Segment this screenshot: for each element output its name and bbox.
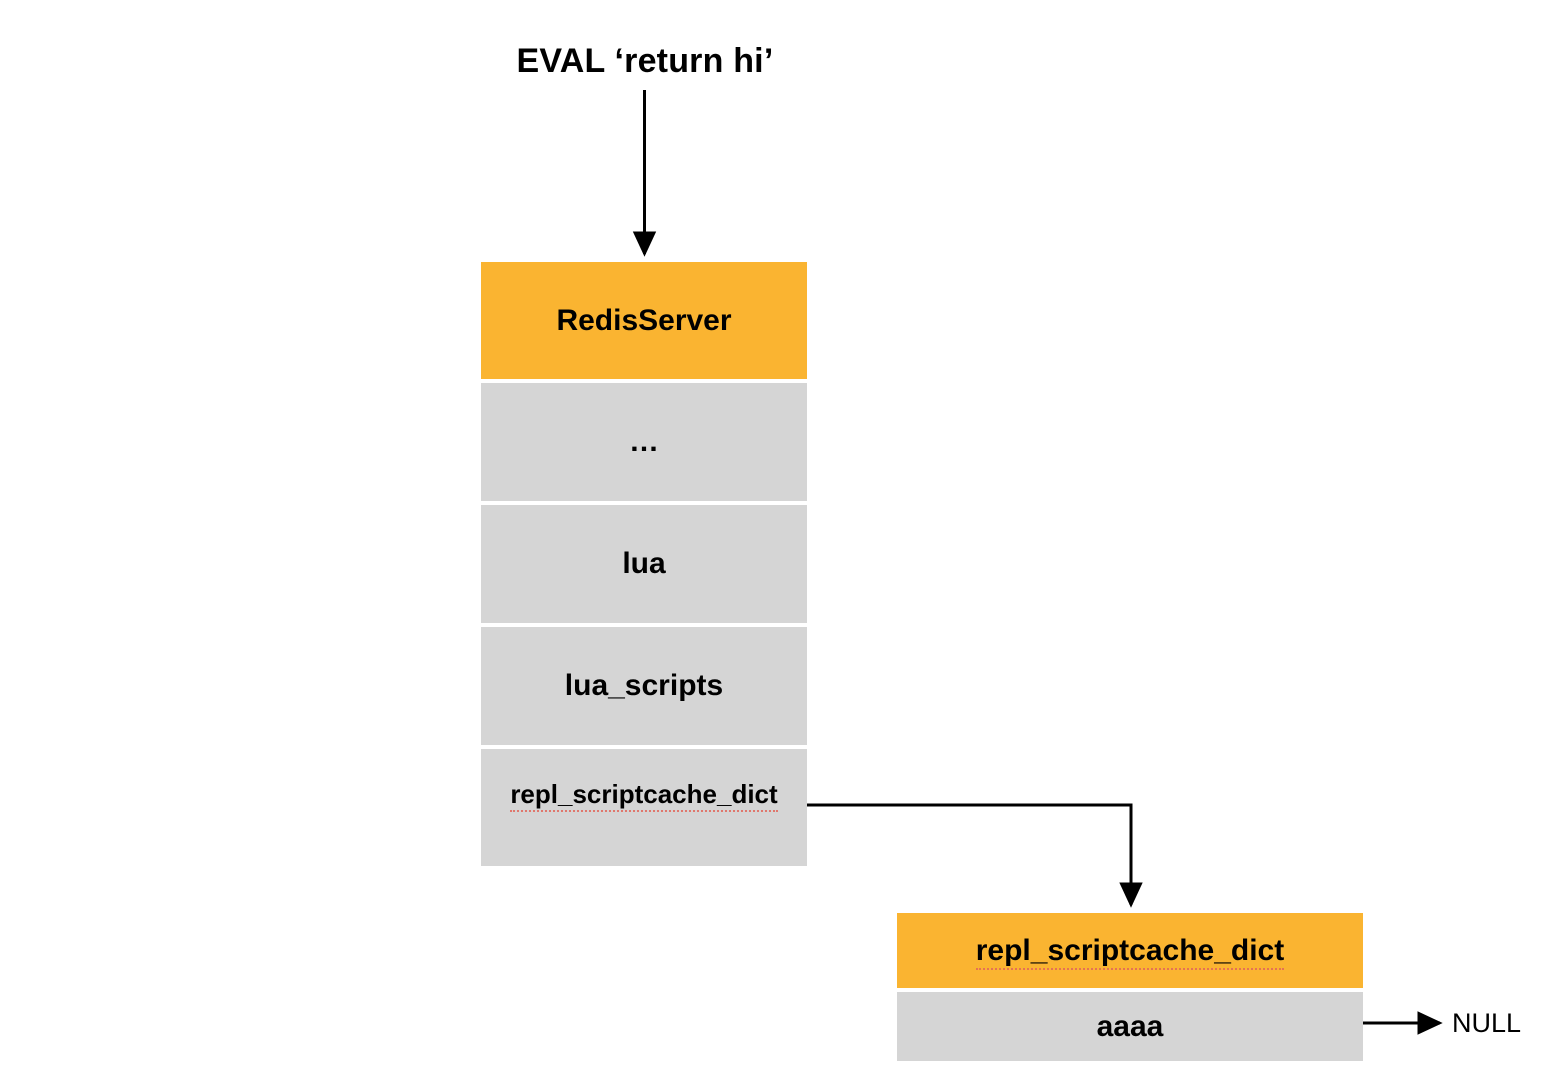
- struct-field-lua: lua: [481, 505, 807, 623]
- struct-header-repl-scriptcache-dict-label: repl_scriptcache_dict: [975, 933, 1285, 970]
- struct-field-repl-scriptcache-dict-label: repl_scriptcache_dict: [510, 779, 779, 812]
- page-title: EVAL ‘return hi’: [516, 42, 774, 80]
- connector-repl-to-dict: [807, 803, 1143, 908]
- null-label: NULL: [1452, 1008, 1522, 1038]
- struct-field-ellipsis: …: [481, 383, 807, 501]
- struct-repl-scriptcache-dict: repl_scriptcache_dict aaaa: [897, 913, 1363, 1061]
- struct-header-redis-server: RedisServer: [481, 262, 807, 379]
- struct-field-lua-scripts: lua_scripts: [481, 627, 807, 745]
- struct-redis-server: RedisServer … lua lua_scripts repl_scrip…: [481, 262, 807, 866]
- struct-field-repl-scriptcache-dict: repl_scriptcache_dict: [481, 749, 807, 866]
- struct-header-repl-scriptcache-dict: repl_scriptcache_dict: [897, 913, 1363, 988]
- struct-field-aaaa: aaaa: [897, 992, 1363, 1061]
